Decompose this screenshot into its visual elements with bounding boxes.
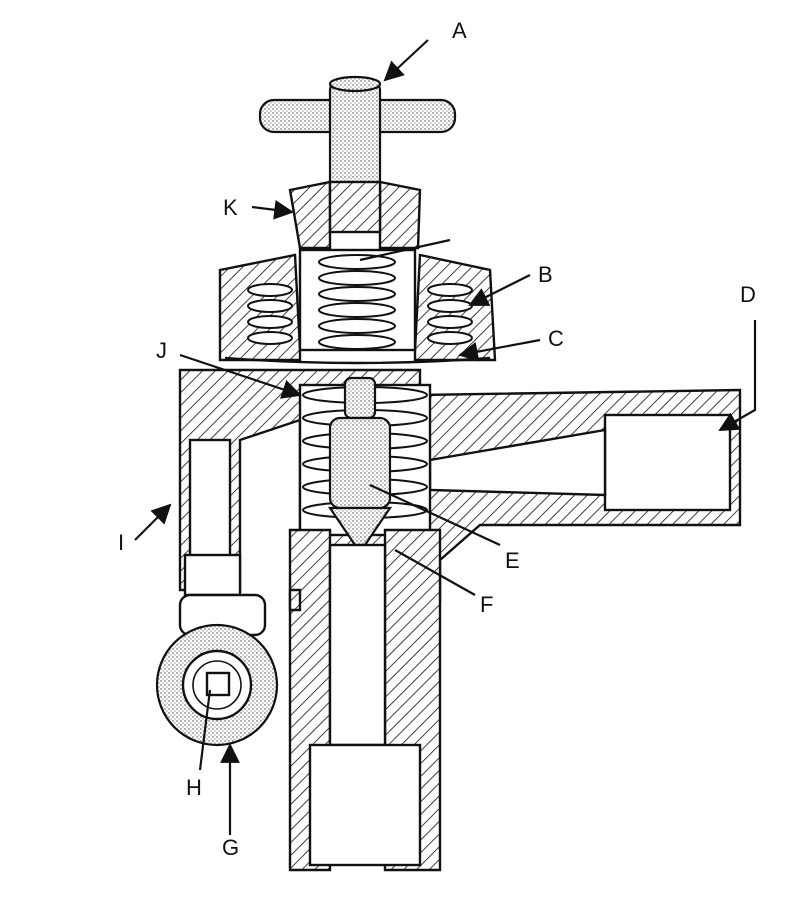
label-g: G xyxy=(222,835,239,860)
label-h: H xyxy=(186,775,202,800)
poppet-valve xyxy=(327,376,393,547)
label-f: F xyxy=(480,592,493,617)
leader-e xyxy=(369,484,501,546)
diaphragm xyxy=(224,356,491,365)
t-handle xyxy=(258,75,457,214)
bottom-cavity xyxy=(308,743,422,867)
stem-threaded-section xyxy=(328,180,382,234)
label-b: B xyxy=(538,262,553,287)
lower-bore xyxy=(328,543,387,747)
nut-left xyxy=(288,180,332,250)
outlet-bore xyxy=(603,413,732,512)
square-socket xyxy=(205,671,231,697)
leader-k2 xyxy=(359,238,451,262)
lower-tube xyxy=(288,528,442,872)
side-fitting xyxy=(155,553,279,747)
adjusting-nut xyxy=(288,180,422,250)
leader-f xyxy=(394,549,476,596)
nut-right xyxy=(378,180,422,250)
label-d: D xyxy=(740,282,756,307)
leader-h xyxy=(198,689,212,771)
arrow-d xyxy=(718,320,757,431)
inner-spring xyxy=(318,254,396,350)
arrow-a xyxy=(383,39,429,82)
arrow-c xyxy=(458,338,541,362)
outer-spring-right xyxy=(427,283,473,345)
label-k: K xyxy=(223,195,238,220)
label-a: A xyxy=(452,18,467,43)
arrow-k xyxy=(251,199,294,220)
arrow-j xyxy=(179,353,302,399)
arrow-b xyxy=(468,274,531,306)
label-j: J xyxy=(156,338,167,363)
valve-body xyxy=(178,368,742,602)
outer-spring-left xyxy=(247,283,293,345)
stem-top xyxy=(328,75,382,93)
inlet-passage xyxy=(188,438,232,562)
label-i: I xyxy=(118,530,124,555)
arrow-i xyxy=(134,503,172,541)
label-e: E xyxy=(505,548,520,573)
label-c: C xyxy=(548,326,564,351)
